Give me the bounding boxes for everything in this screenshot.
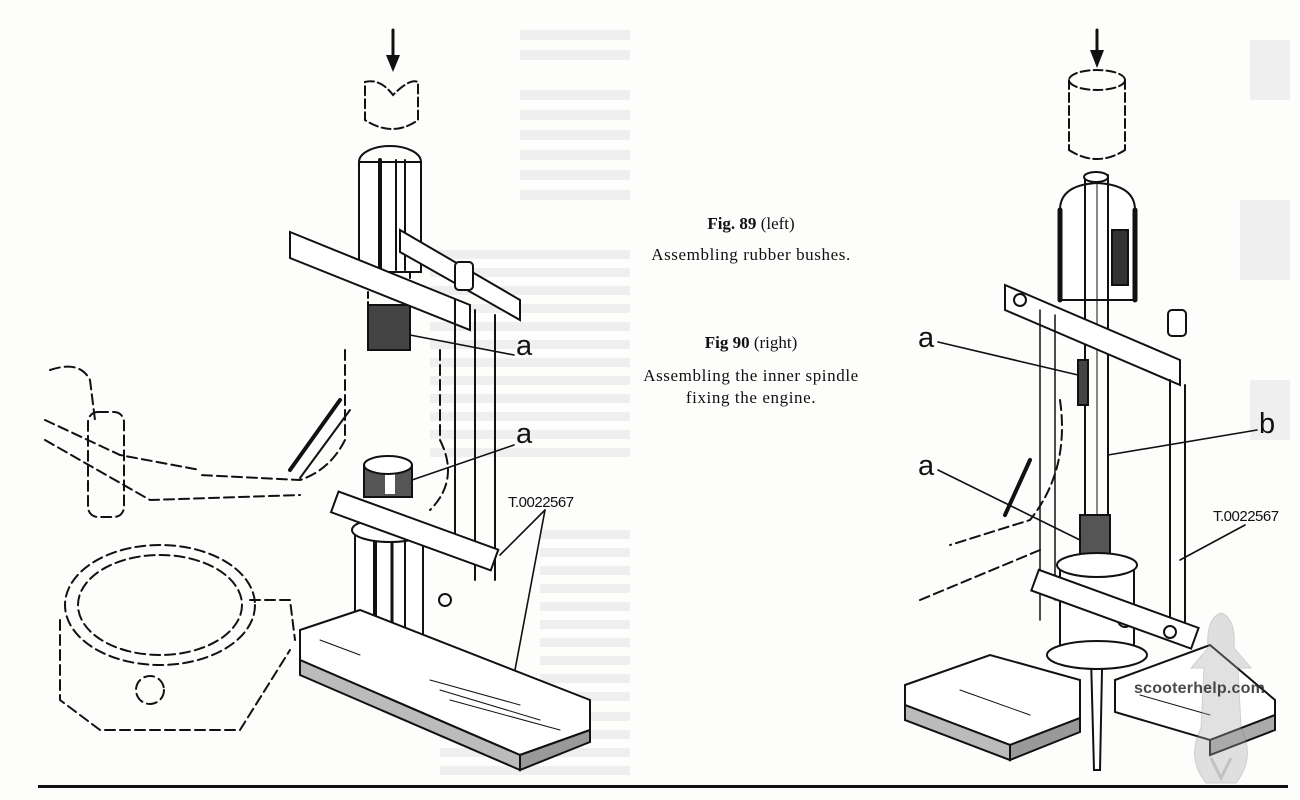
figure-89-description: Assembling rubber bushes. [651, 245, 851, 264]
part-label-a: a [516, 330, 533, 362]
press-arrow-icon [386, 28, 400, 72]
figure-90-description-line2: fixing the engine. [685, 388, 817, 407]
figure-89-position: (left) [760, 214, 795, 233]
figure-90-title: Fig 90 [704, 333, 750, 352]
figure-89-caption: Fig. 89 (left) Assembling rubber bushes. [596, 214, 906, 266]
lower-housing [1030, 552, 1200, 670]
leader-lines [937, 341, 1258, 561]
page-bottom-rule [38, 785, 1288, 788]
base-plate [299, 608, 591, 772]
figure-90-description-line1: Assembling the inner spindle [643, 366, 859, 385]
part-label-a: a [918, 322, 935, 354]
tool-reference-number: T.0022567 [508, 494, 574, 511]
tool-reference-number: T.0022567 [1213, 508, 1279, 525]
drift-tool [364, 80, 419, 130]
figure-90-illustration: a a b T.0022567 [880, 0, 1300, 800]
upper-bush-tube [358, 145, 422, 351]
scooter-logo-watermark-icon [1189, 612, 1253, 784]
part-label-b: b [1259, 408, 1276, 440]
figure-89-illustration: a a T.0022567 [0, 0, 640, 780]
frame-crossbar [1004, 283, 1187, 387]
frame-crossbar [289, 228, 521, 332]
base-plate [904, 643, 1276, 762]
watermark-text: scooterhelp.com [1134, 680, 1266, 697]
press-arrow-icon [1090, 28, 1104, 68]
figure-89-title: Fig. 89 [707, 214, 757, 233]
part-label-a: a [516, 418, 533, 450]
figure-90-position: (right) [753, 333, 798, 352]
figure-90-caption: Fig 90 (right) Assembling the inner spin… [596, 333, 906, 409]
leader-lines [409, 334, 546, 671]
part-label-a: a [918, 450, 935, 482]
drift-tool [1068, 69, 1126, 160]
engine-casing [49, 365, 296, 731]
